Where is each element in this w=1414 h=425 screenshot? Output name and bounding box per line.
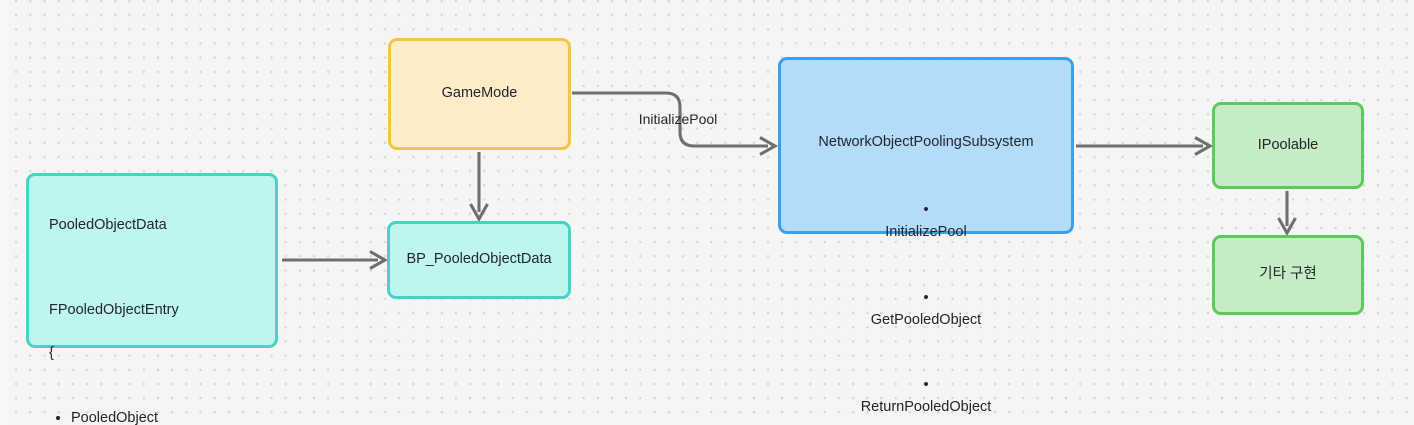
node-network-object-pooling-subsystem[interactable]: NetworkObjectPoolingSubsystem • Initiali… (778, 57, 1074, 415)
node-ipoolable[interactable]: IPoolable (1212, 102, 1364, 189)
node-label: IPoolable (1257, 136, 1319, 153)
struct-name: FPooledObjectEntry (49, 302, 179, 319)
subsystem-method-item: • InitializePool (781, 177, 1071, 244)
node-game-mode[interactable]: GameMode (388, 38, 571, 150)
edge-gamemode-to-bp (469, 152, 489, 223)
node-bp-pooled-object-data[interactable]: BP_PooledObjectData (387, 221, 571, 299)
method-label: ReturnPooledObject (860, 399, 992, 416)
node-other-implementations[interactable]: 기타 구현 (1212, 235, 1364, 315)
struct-field-list: PooledObject PoolingSize (71, 386, 255, 425)
method-label: InitializePool (885, 224, 967, 241)
canvas-right-margin (1410, 0, 1414, 425)
subsystem-method-item: • ReturnPooledObject (781, 352, 1071, 419)
node-label: 기타 구현 (1259, 266, 1317, 283)
method-label: GetPooledObject (870, 311, 982, 328)
list-item: PooledObject (71, 407, 255, 425)
node-pooled-object-data[interactable]: PooledObjectData FPooledObjectEntry { Po… (26, 173, 278, 425)
node-label: BP_PooledObjectData (406, 251, 552, 268)
subsystem-method-item: • GetPooledObject (781, 265, 1071, 332)
pooled-object-data-title: PooledObjectData (49, 217, 167, 234)
edge-data-to-bp (282, 250, 389, 270)
edge-ipoolable-to-other (1277, 191, 1297, 237)
canvas-left-margin (0, 0, 9, 425)
bullet-icon: • (923, 289, 929, 306)
spacer (49, 257, 255, 279)
bullet-icon: • (923, 377, 929, 394)
bullet-icon: • (923, 202, 929, 219)
edge-label-initialize-pool: InitializePool (638, 111, 718, 127)
edge-subsystem-to-ipoolable (1076, 136, 1214, 156)
node-label: GameMode (441, 85, 518, 102)
brace-open: { (49, 345, 54, 362)
subsystem-title: NetworkObjectPoolingSubsystem (818, 134, 1034, 151)
